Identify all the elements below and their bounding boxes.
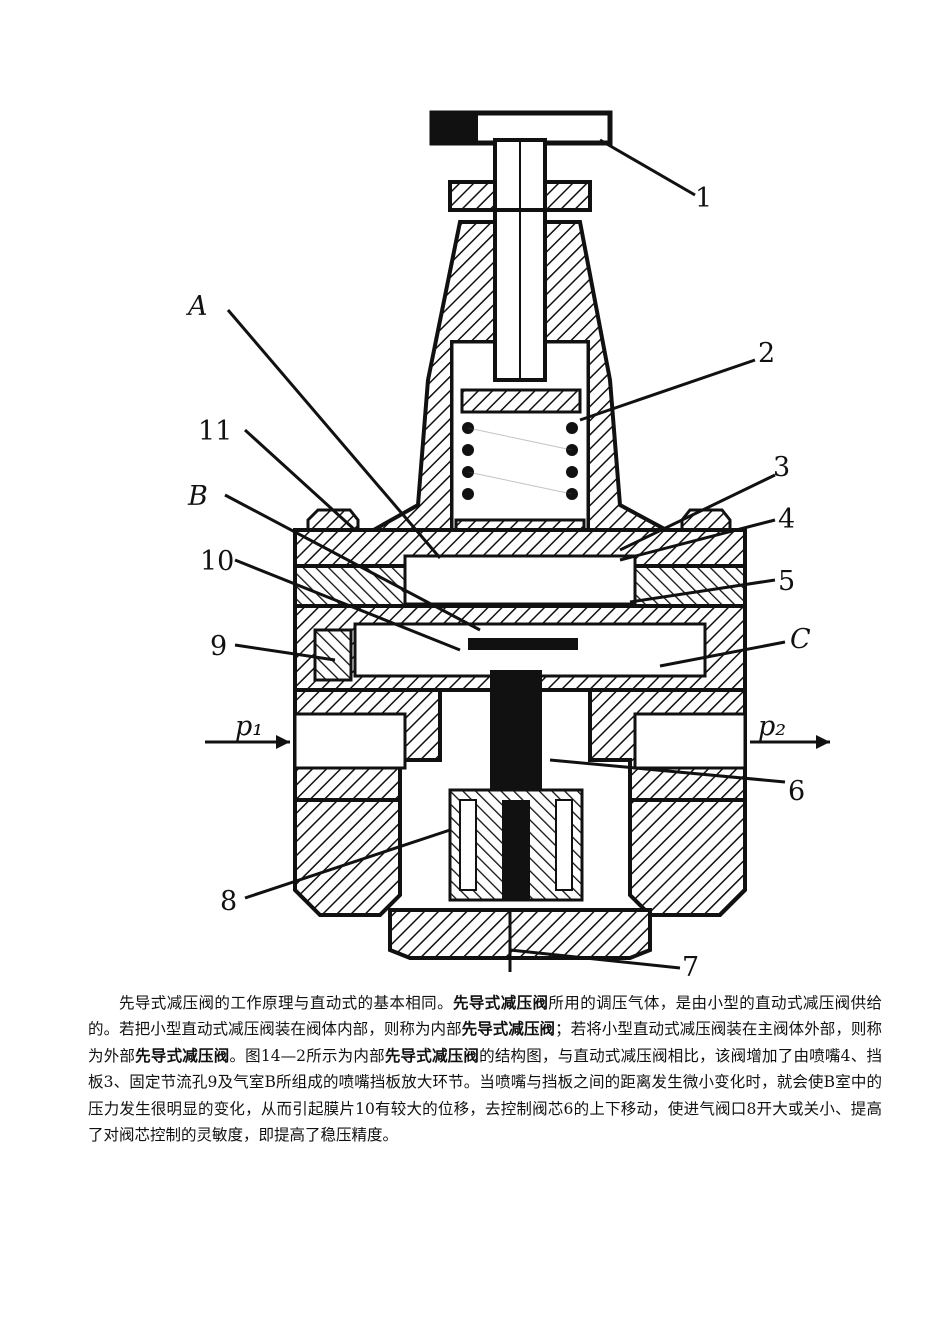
text-segment: 先导式减压阀的工作原理与直动式的基本相同。 <box>119 994 453 1012</box>
text-segment: ；若将小型直动式减压阀装在主阀体外部，则称为外部 <box>88 1020 882 1065</box>
label-C: C <box>790 624 811 655</box>
label-4: 4 <box>778 504 795 535</box>
text-segment: 所用的调压气体，是由小型的直动式减压阀供给的。若把小型直动式减压阀装在阀体内部，… <box>88 994 882 1039</box>
bold-term: 先导式减压阀 <box>135 1046 230 1065</box>
label-11: 11 <box>198 416 232 447</box>
label-3: 3 <box>773 452 790 483</box>
label-7: 7 <box>682 952 699 983</box>
label-2: 2 <box>758 338 775 369</box>
valve-structure-figure: 1 2 3 4 5 6 7 8 9 10 11 A B C p₁ p₂ <box>150 110 840 985</box>
label-A: A <box>185 291 208 322</box>
text-segment: 的结构图，与直动式减压阀相比，该阀增加了由喷嘴4、挡板3、固定节流孔9及气室B所… <box>88 1046 882 1145</box>
label-9: 9 <box>210 631 227 662</box>
bottom-cap <box>388 908 652 972</box>
bold-term: 先导式减压阀 <box>452 994 549 1012</box>
bold-term: 先导式减压阀 <box>461 1020 556 1039</box>
flow-arrows <box>205 735 830 749</box>
label-p2: p₂ <box>758 711 786 742</box>
label-B: B <box>187 481 208 512</box>
label-p1: p₁ <box>235 711 263 742</box>
body-paragraph: 先导式减压阀的工作原理与直动式的基本相同。先导式减压阀所用的调压气体，是由小型的… <box>88 990 882 1148</box>
leader-lines <box>224 138 786 970</box>
text-segment: 。图14—2所示为内部 <box>229 1046 385 1065</box>
label-1: 1 <box>695 183 712 214</box>
bonnet <box>368 208 672 550</box>
valve-body <box>293 508 747 917</box>
bold-term: 先导式减压阀 <box>384 1046 480 1065</box>
label-5: 5 <box>778 566 795 597</box>
label-10: 10 <box>200 546 234 577</box>
label-8: 8 <box>220 886 237 917</box>
label-6: 6 <box>788 776 805 807</box>
valve-core <box>448 670 584 902</box>
